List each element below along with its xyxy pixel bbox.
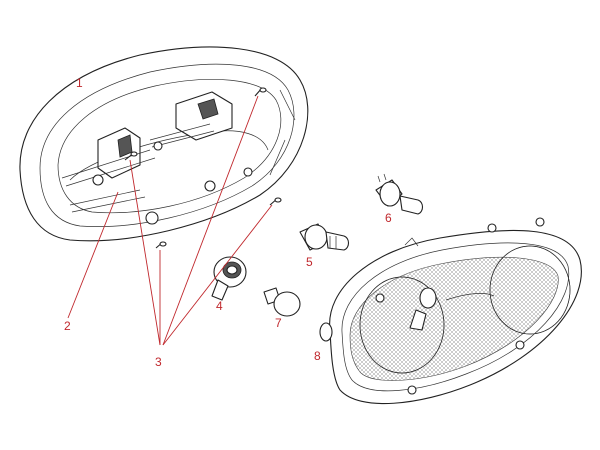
leader-3c: [162, 95, 259, 346]
screw-d: [155, 241, 167, 249]
screw-a: [254, 87, 267, 97]
leader-2: [67, 191, 119, 319]
leader-3d: [162, 204, 273, 346]
bulb-part-7: [263, 287, 301, 317]
reflector-assembly-part-8: [319, 217, 582, 405]
label-part-6: 6: [385, 211, 392, 225]
label-part-7: 7: [275, 316, 282, 330]
screw-set-part-3: [124, 87, 282, 249]
bulb-socket-part-4: [211, 256, 247, 301]
label-part-3: 3: [155, 355, 162, 369]
label-part-5: 5: [306, 255, 313, 269]
screw-b: [124, 151, 138, 161]
leader-3a: [129, 159, 161, 346]
label-part-4: 4: [216, 299, 223, 313]
bulb-part-6: [375, 173, 424, 215]
housing-shell-part-1: [19, 46, 309, 242]
label-part-1: 1: [76, 76, 83, 90]
part-labels: 1 2 3 4 5 6 7 8: [64, 76, 392, 369]
leader-lines: [67, 95, 273, 346]
label-part-8: 8: [314, 349, 321, 363]
halogen-bulb-part-5: [299, 223, 350, 251]
label-part-2: 2: [64, 319, 71, 333]
screw-c: [269, 197, 282, 206]
